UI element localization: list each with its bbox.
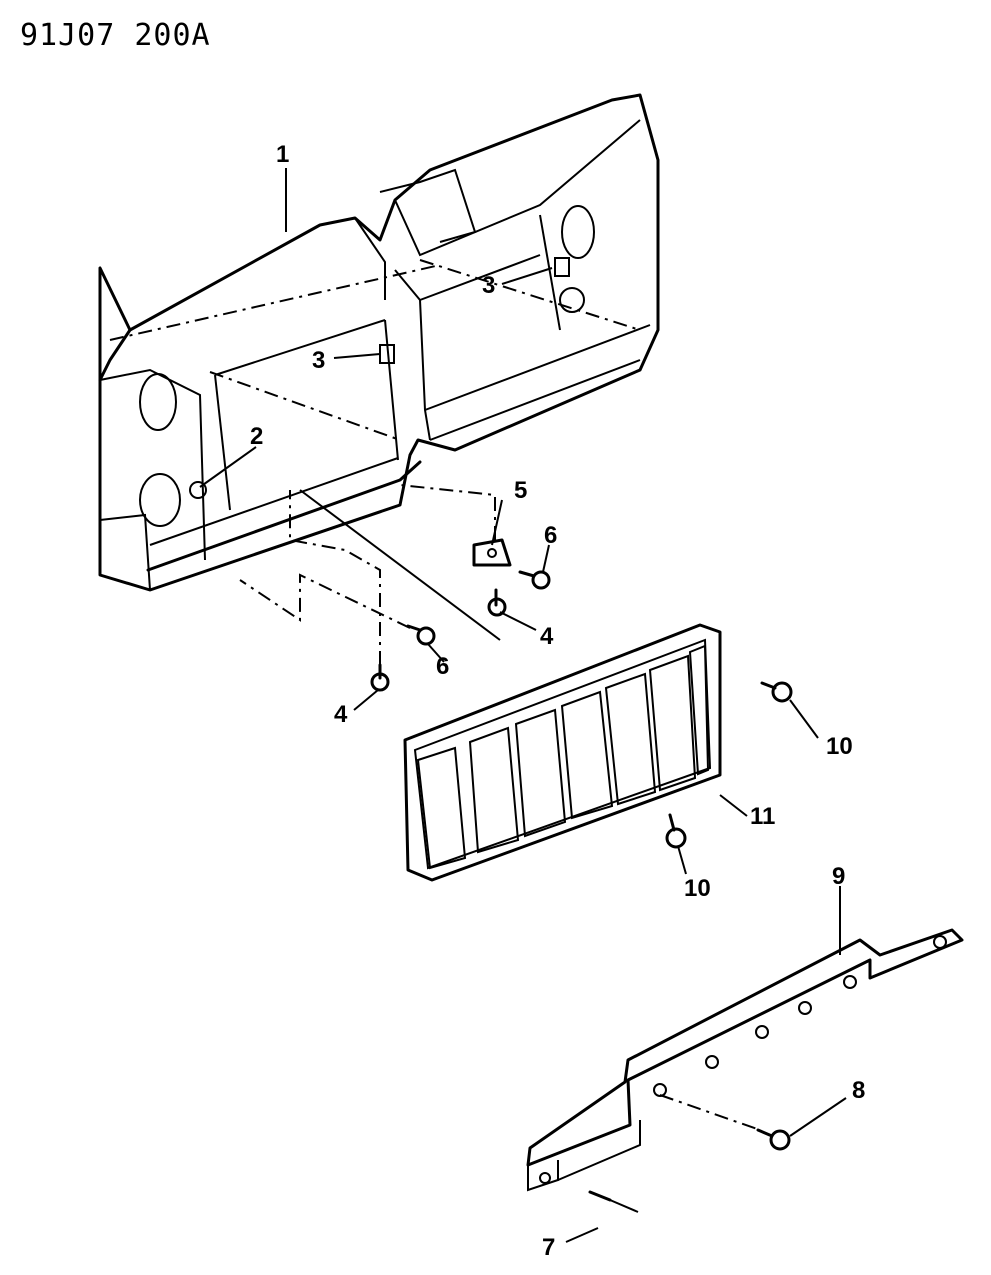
callout-2: 2 <box>250 423 263 450</box>
screw-10-bottom <box>665 813 687 849</box>
callout-6-right: 6 <box>544 522 557 549</box>
screw-10-top <box>760 681 793 703</box>
nut-4-left <box>370 663 390 692</box>
rivet-7 <box>588 1190 639 1213</box>
callout-10-top: 10 <box>826 733 853 760</box>
grille-support-panel <box>98 93 660 592</box>
grille-11 <box>403 623 722 882</box>
callout-4-right: 4 <box>540 623 554 650</box>
screw-6-right <box>518 570 551 590</box>
screw-6-left <box>406 624 436 646</box>
install-path-center <box>299 489 501 641</box>
install-path-5 <box>399 484 496 540</box>
callout-9: 9 <box>832 863 845 890</box>
install-path-6-left <box>239 573 411 629</box>
callout-3-left: 3 <box>312 347 325 374</box>
drawing-number: 91J07 200A <box>20 18 211 53</box>
leader-lines <box>199 168 847 1243</box>
callout-5: 5 <box>514 477 527 504</box>
install-path-4-left <box>289 490 381 665</box>
callout-4-left: 4 <box>334 701 348 728</box>
screw-8 <box>659 1094 791 1151</box>
callout-1: 1 <box>276 141 289 168</box>
bracket-9 <box>526 928 964 1192</box>
callout-6-left: 6 <box>436 653 449 680</box>
callout-7: 7 <box>542 1234 555 1261</box>
callout-3-right: 3 <box>482 272 495 299</box>
callout-11: 11 <box>750 803 775 830</box>
callout-8: 8 <box>852 1077 865 1104</box>
nut-4-right <box>487 588 507 617</box>
callout-10-bottom: 10 <box>684 875 711 902</box>
